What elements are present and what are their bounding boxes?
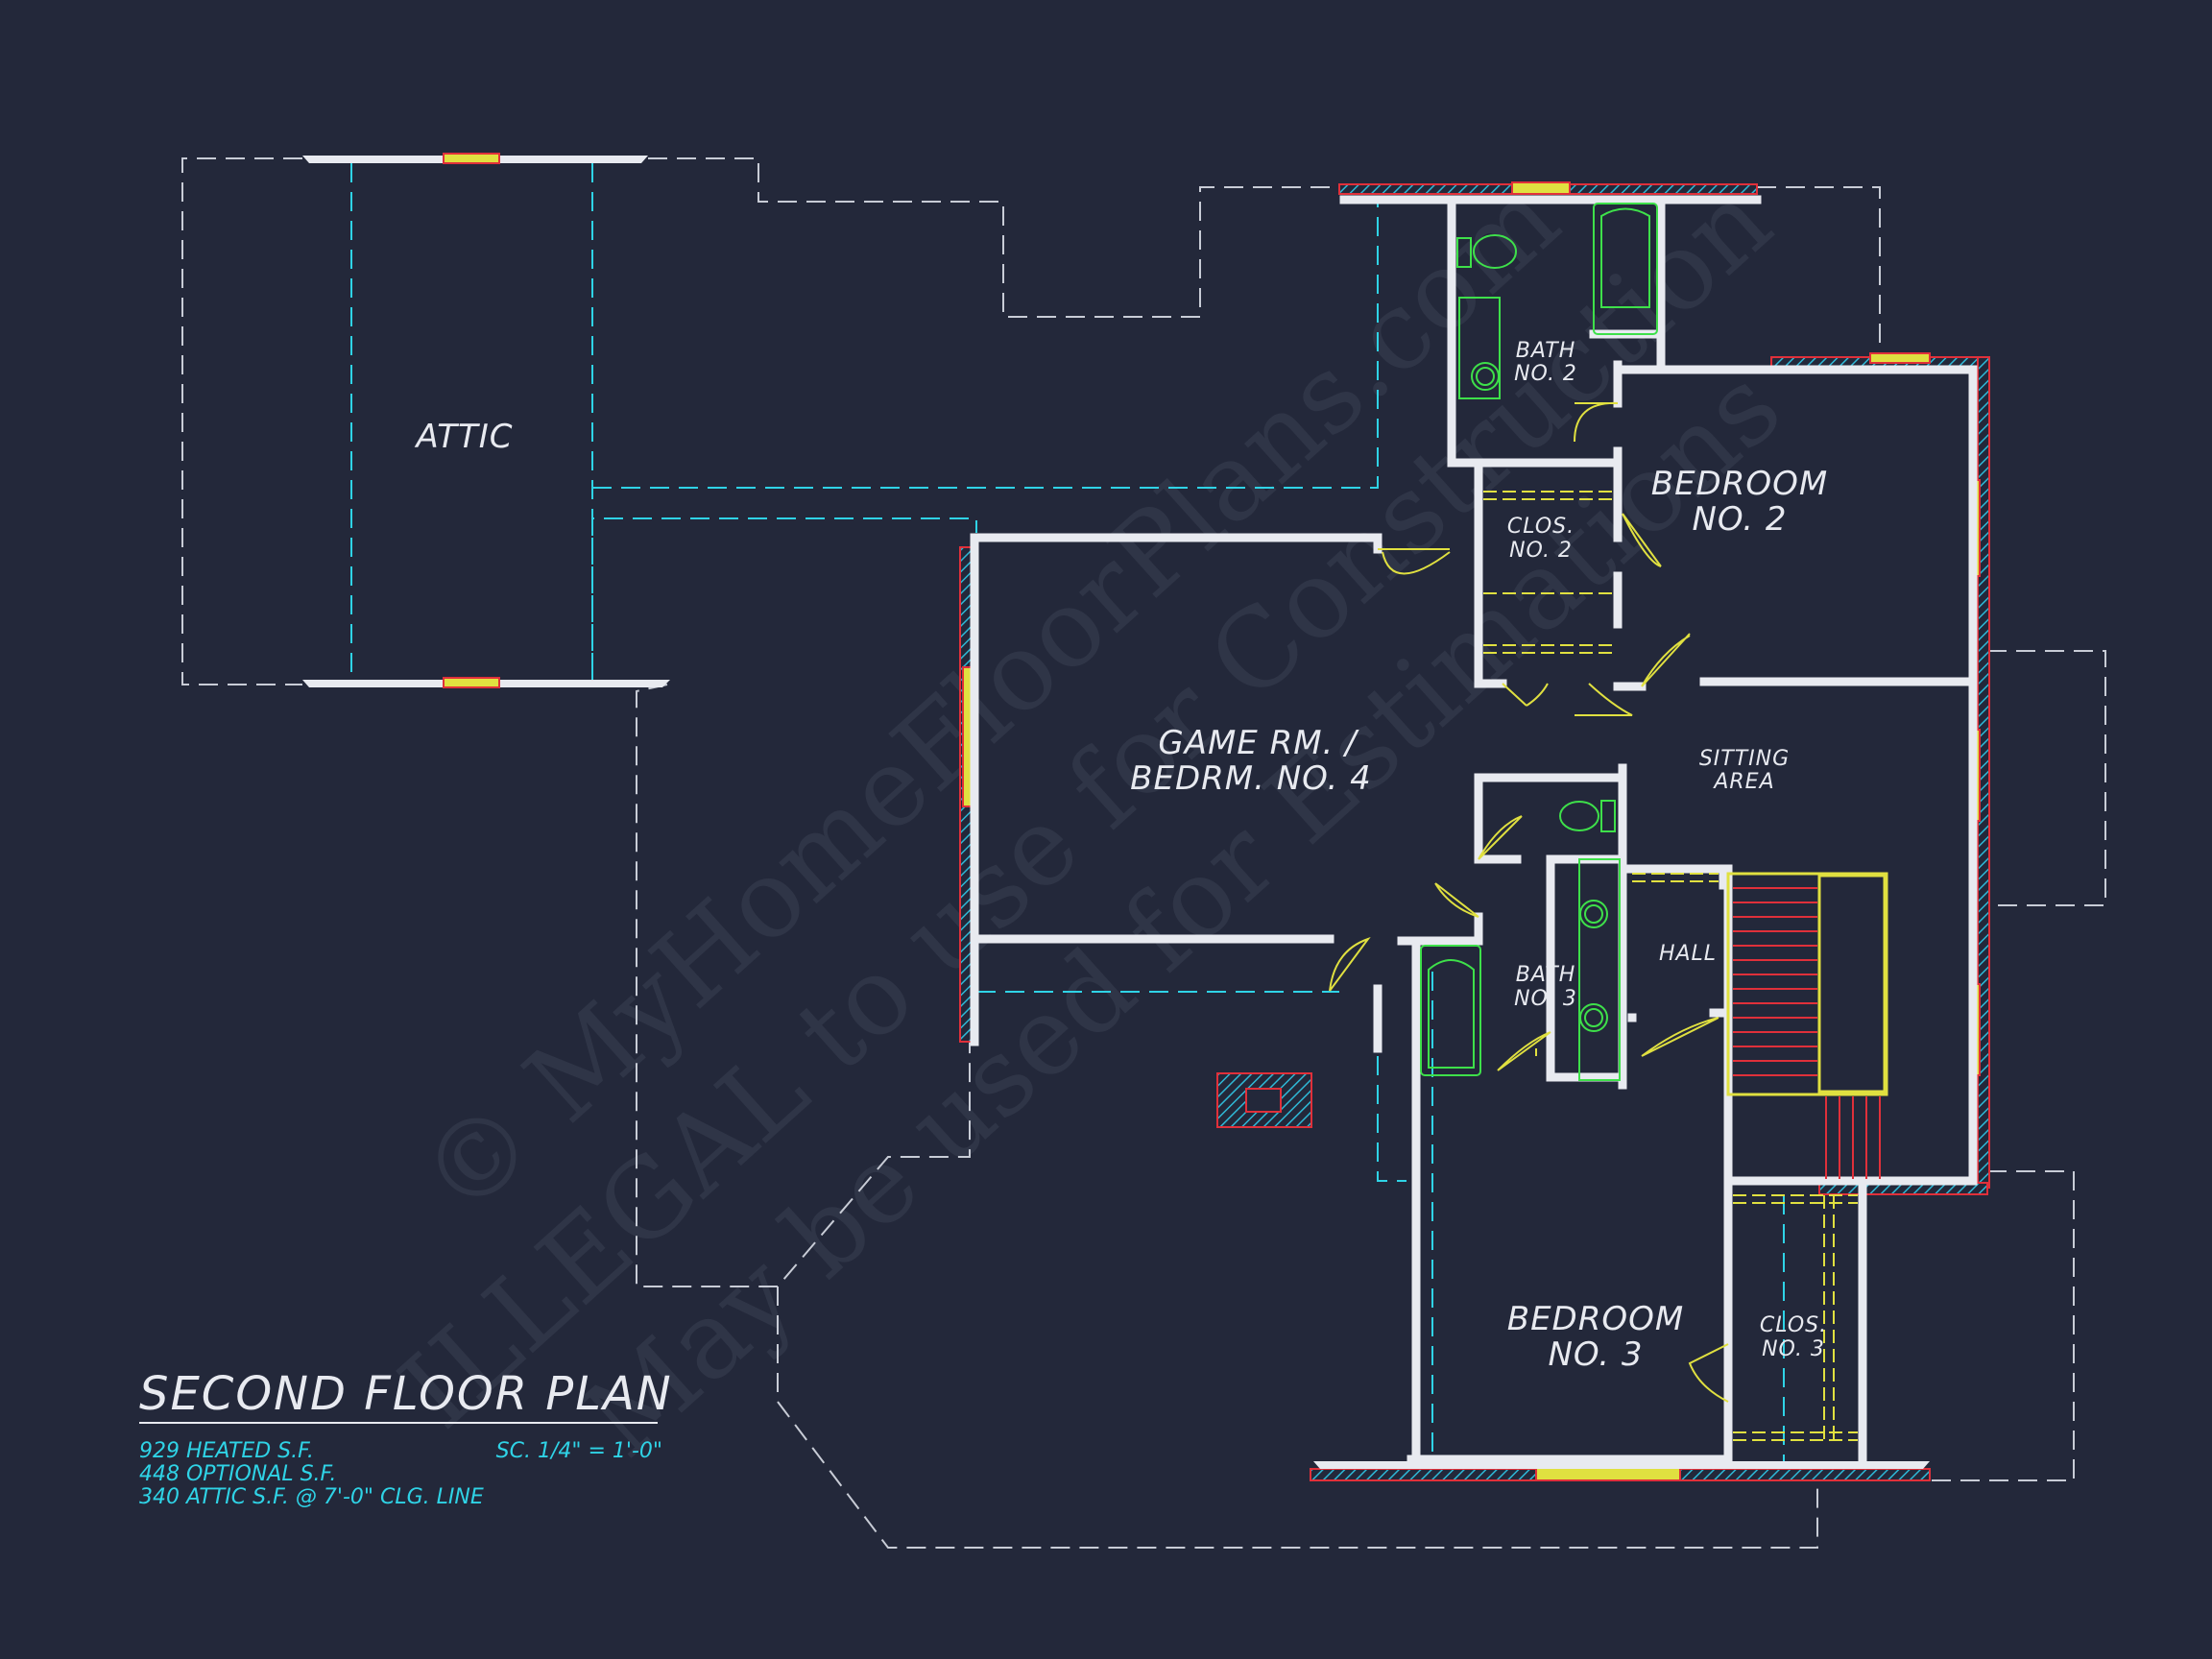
room-label-bedroom3-line2: NO. 3	[1548, 1335, 1643, 1374]
room-label-hall: HALL	[1659, 942, 1717, 966]
area-note-heated: 929 HEATED S.F.	[139, 1439, 314, 1463]
room-label-bedroom2-line2: NO. 2	[1692, 500, 1787, 539]
room-label-bath3-line1: BATH	[1516, 963, 1576, 987]
door-swings	[1329, 401, 1729, 1403]
room-label-clos2-line1: CLOS.	[1507, 515, 1575, 539]
ceiling-lines	[350, 163, 1785, 1464]
watermark-line-2: ILLEGAL to use for Construction	[377, 159, 1794, 1453]
room-label-game-line1: GAME RM. /	[1158, 724, 1359, 762]
attic-walls	[302, 153, 670, 688]
room-label-bedroom3-line1: BEDROOM	[1507, 1300, 1684, 1338]
staircase	[1726, 872, 1888, 1179]
room-label-game-line2: BEDRM. NO. 4	[1130, 759, 1372, 798]
title-block: SECOND FLOOR PLAN SC. 1/4" = 1'-0" 929 H…	[139, 1367, 673, 1509]
room-label-bath2-line2: NO. 2	[1514, 362, 1577, 386]
room-label-clos3-line1: CLOS.	[1760, 1313, 1827, 1337]
room-label-attic: ATTIC	[414, 418, 513, 456]
room-label-bath2-line1: BATH	[1516, 339, 1576, 363]
plan-title: SECOND FLOOR PLAN	[139, 1367, 673, 1421]
room-label-bedroom2-line1: BEDROOM	[1651, 465, 1828, 503]
room-label-clos2-line2: NO. 2	[1509, 539, 1573, 563]
room-labels: ATTIC BATH NO. 2 BEDROOM NO. 2 CLOS. NO.…	[414, 339, 1828, 1374]
area-note-attic: 340 ATTIC S.F. @ 7'-0" CLG. LINE	[139, 1485, 484, 1509]
bottom-wall	[1313, 1461, 1930, 1469]
plumbing-fixtures	[1420, 203, 1658, 1081]
room-label-sitting-line1: SITTING	[1699, 747, 1790, 771]
room-label-sitting-line2: AREA	[1712, 770, 1774, 794]
closet-shelves	[1483, 491, 1858, 1441]
stair-treads	[1733, 887, 1881, 1179]
plan-scale: SC. 1/4" = 1'-0"	[496, 1439, 662, 1463]
room-label-bath3-line2: NO. 3	[1514, 987, 1577, 1011]
room-label-clos3-line2: NO. 3	[1762, 1337, 1825, 1361]
area-note-optional: 448 OPTIONAL S.F.	[139, 1462, 336, 1486]
roof-outline	[181, 157, 2106, 1549]
